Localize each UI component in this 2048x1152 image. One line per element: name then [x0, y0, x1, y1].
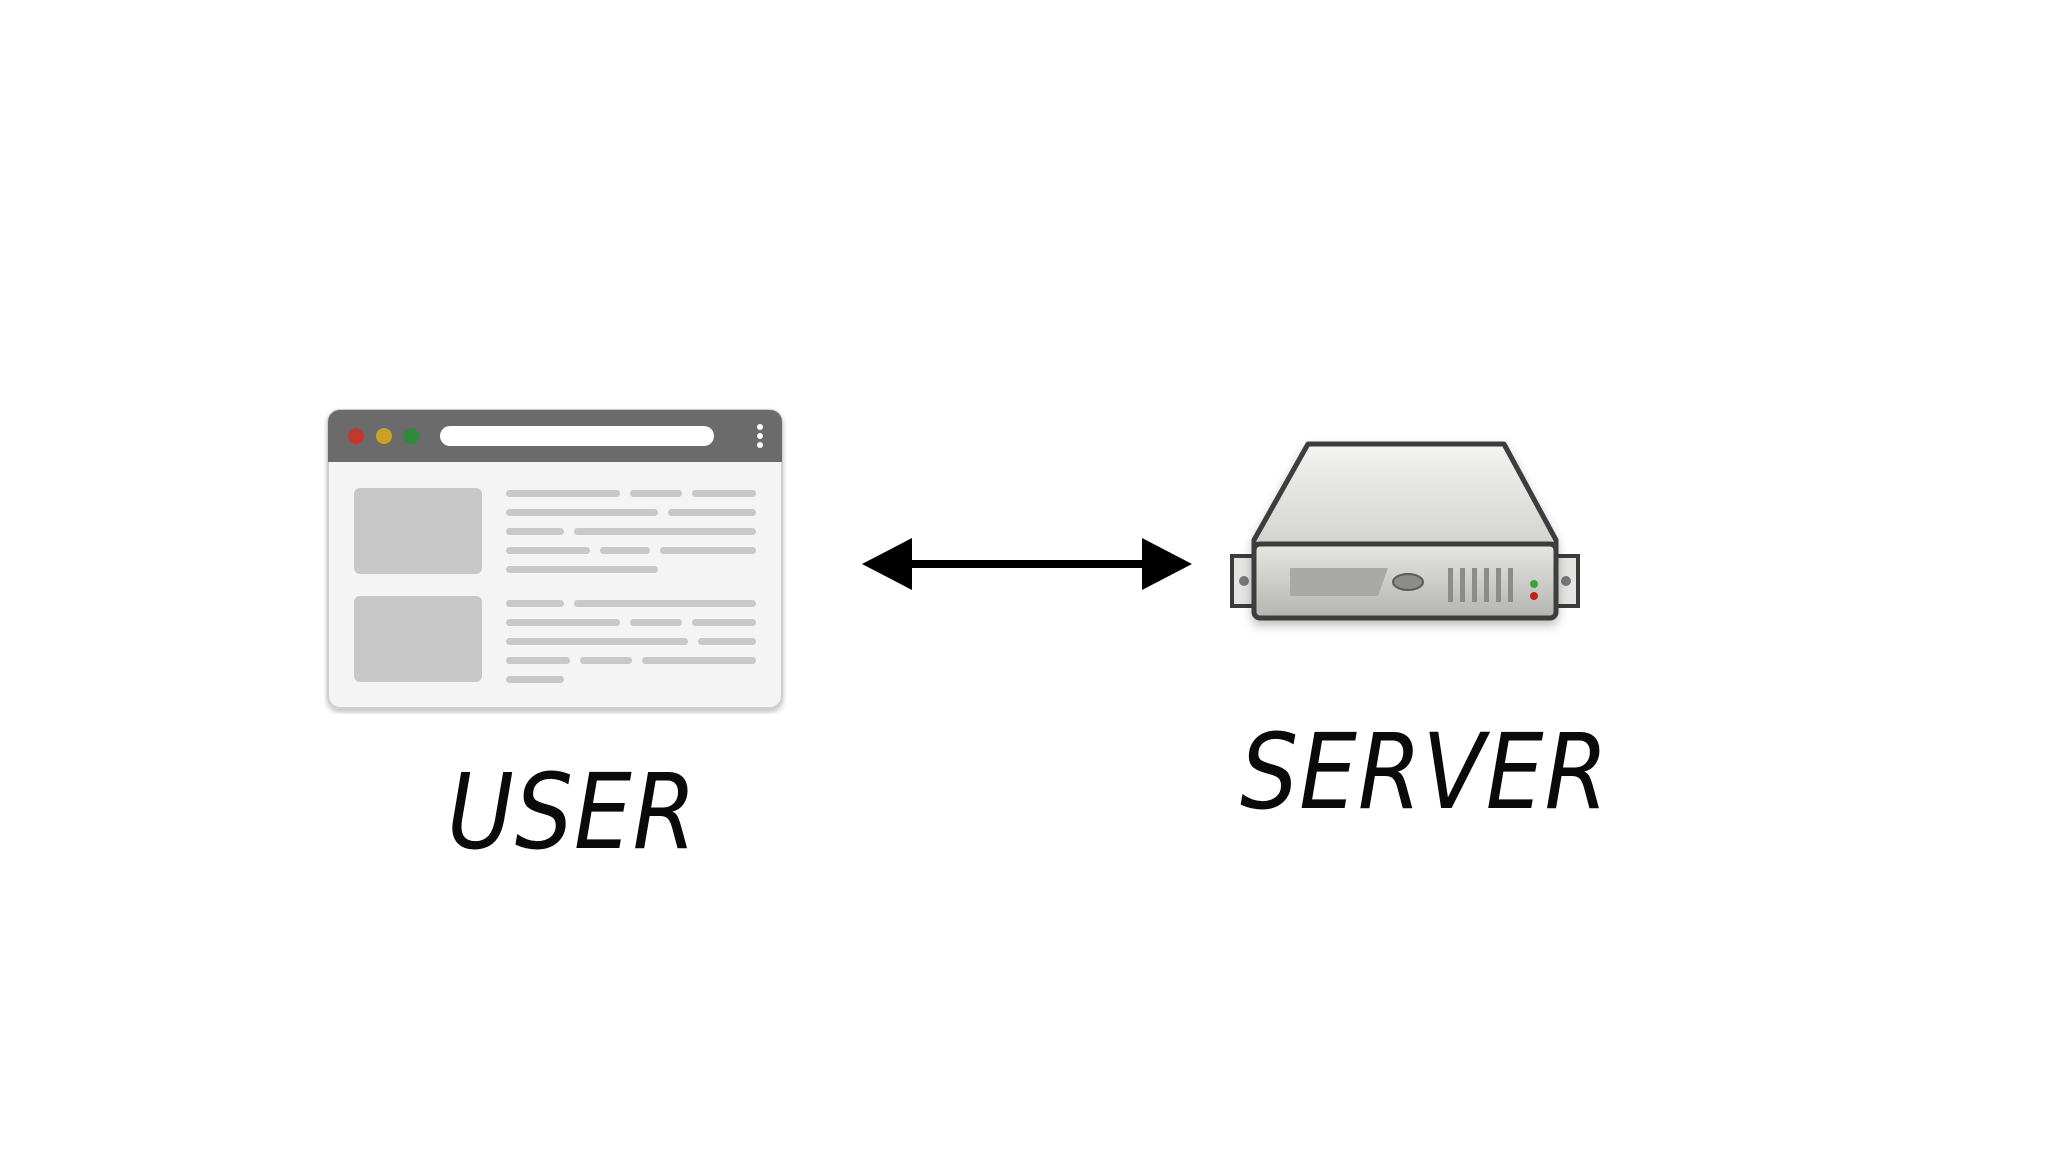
- bidirectional-arrow-icon: [862, 538, 1192, 590]
- user-label: USER: [447, 751, 698, 873]
- browser-window-icon: [327, 409, 783, 709]
- server-icon: [1230, 441, 1580, 621]
- server-label: SERVER: [1240, 711, 1609, 833]
